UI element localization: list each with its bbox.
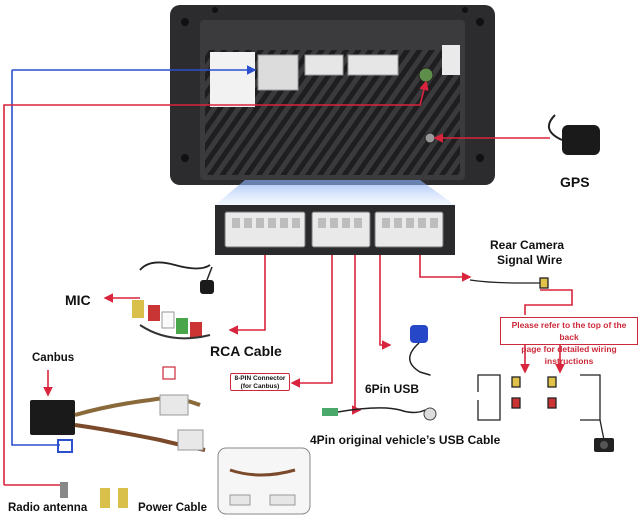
pin8-line2: (for Canbus): [240, 383, 280, 390]
rca-harness: [132, 300, 211, 340]
rear-camera-icon: [594, 438, 614, 452]
usb-icon: [409, 325, 431, 376]
canbus-power-harness: [30, 366, 206, 508]
rear-camera-label-line2: Signal Wire: [497, 253, 563, 267]
head-unit: [170, 5, 495, 185]
harness-inset: [217, 447, 311, 515]
canbus-label: Canbus: [32, 352, 75, 364]
usb4-label: 4Pin original vehicle’s USB Cable: [310, 433, 501, 447]
connector-closeup: [215, 205, 455, 255]
usb6-label: 6Pin USB: [365, 382, 420, 396]
pin8-connector-label: 8-PIN Connector (for Canbus): [230, 373, 290, 391]
radio-antenna-label: Radio antenna: [8, 502, 88, 514]
zoom-beam: [215, 180, 455, 205]
rca-cable-label: RCA Cable: [210, 343, 282, 359]
mic-label: MIC: [65, 292, 91, 308]
note-line2: page for detailed wiring instructions: [521, 344, 617, 366]
rear-camera-label-line1: Rear Camera: [490, 238, 565, 252]
power-cable-label: Power Cable: [138, 502, 208, 514]
usb4-cable: [322, 407, 437, 421]
camera-cable: [469, 277, 605, 441]
wires: [3, 65, 573, 486]
gps-label: GPS: [560, 174, 590, 190]
gps-antenna-icon: [547, 114, 600, 155]
pin8-line1: 8-PIN Connector: [234, 375, 286, 382]
note-line1: Please refer to the top of the back: [511, 320, 627, 342]
mic-icon: [139, 261, 214, 294]
wiring-note: Please refer to the top of the back page…: [500, 317, 638, 366]
